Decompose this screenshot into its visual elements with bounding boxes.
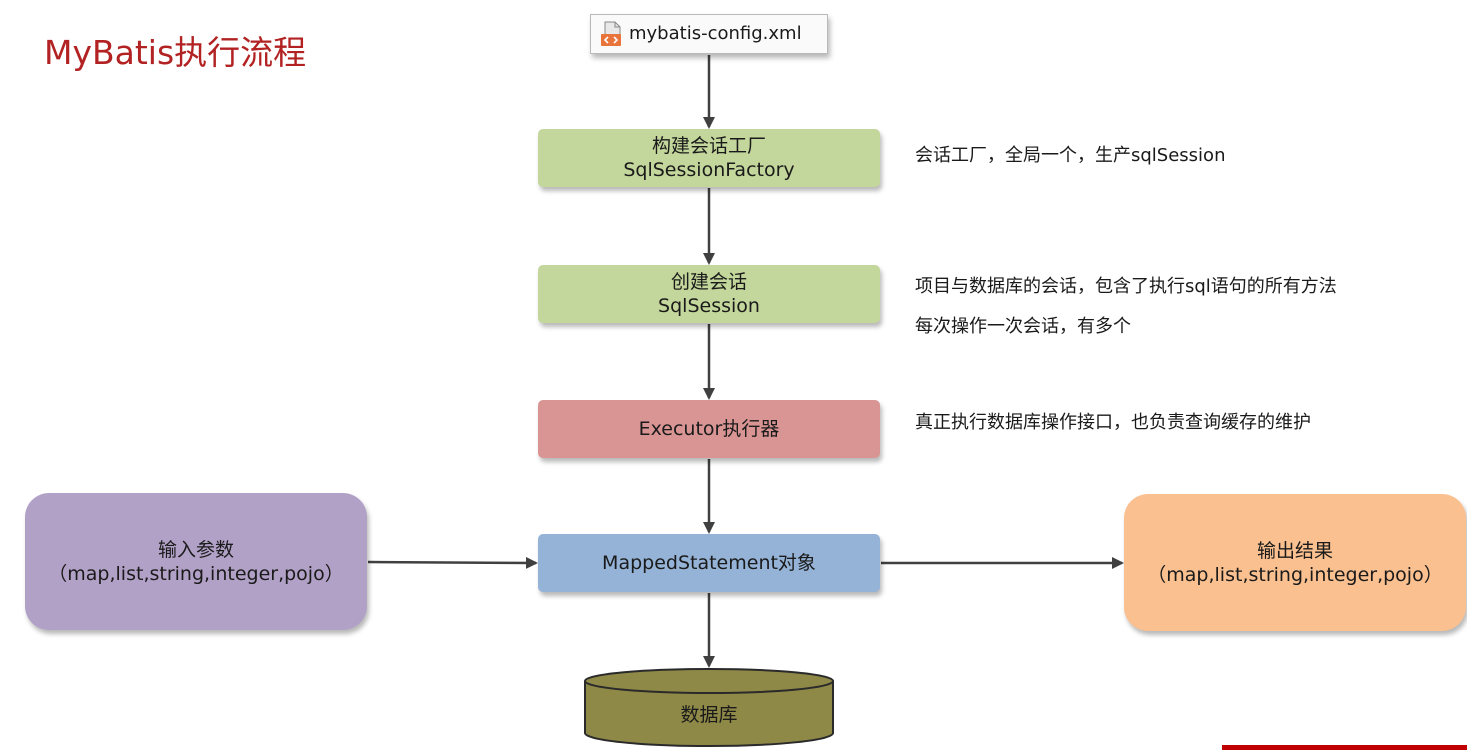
executor-label: Executor执行器 [638,418,780,440]
database-cylinder-icon [584,668,834,747]
mapped-statement-node[interactable]: MappedStatement对象 [538,534,880,592]
database-label: 数据库 [680,704,738,726]
note-factory: 会话工厂，全局一个，生产sqlSession [915,145,1226,166]
mapped-statement-label: MappedStatement对象 [602,552,816,574]
arrow-input-to-mapped [367,556,538,569]
session-factory-line2: SqlSessionFactory [623,159,795,181]
session-factory-node[interactable]: 构建会话工厂 SqlSessionFactory [538,129,880,187]
page-title: MyBatis执行流程 [44,33,307,72]
output-result-line2: （map,list,string,integer,pojo） [1147,563,1443,586]
config-file-node[interactable]: mybatis-config.xml [590,14,828,54]
input-params-node[interactable]: 输入参数 （map,list,string,integer,pojo） [25,493,367,630]
config-file-label: mybatis-config.xml [629,23,802,44]
database-node[interactable] [583,667,835,749]
sql-session-node[interactable]: 创建会话 SqlSession [538,265,880,323]
note-session-line1: 项目与数据库的会话，包含了执行sql语句的所有方法 [915,276,1337,297]
footer-accent-bar [1222,745,1467,750]
sql-session-line1: 创建会话 [670,271,747,293]
executor-node[interactable]: Executor执行器 [538,400,880,458]
sql-session-line2: SqlSession [658,295,760,317]
note-executor: 真正执行数据库操作接口，也负责查询缓存的维护 [915,412,1311,433]
note-session-line2: 每次操作一次会话，有多个 [915,316,1131,337]
session-factory-line1: 构建会话工厂 [651,135,766,157]
input-params-line2: （map,list,string,integer,pojo） [48,562,344,585]
input-params-line1: 输入参数 [157,538,234,561]
output-result-line1: 输出结果 [1256,539,1333,562]
output-result-node[interactable]: 输出结果 （map,list,string,integer,pojo） [1124,494,1466,631]
xml-file-icon [599,21,623,47]
